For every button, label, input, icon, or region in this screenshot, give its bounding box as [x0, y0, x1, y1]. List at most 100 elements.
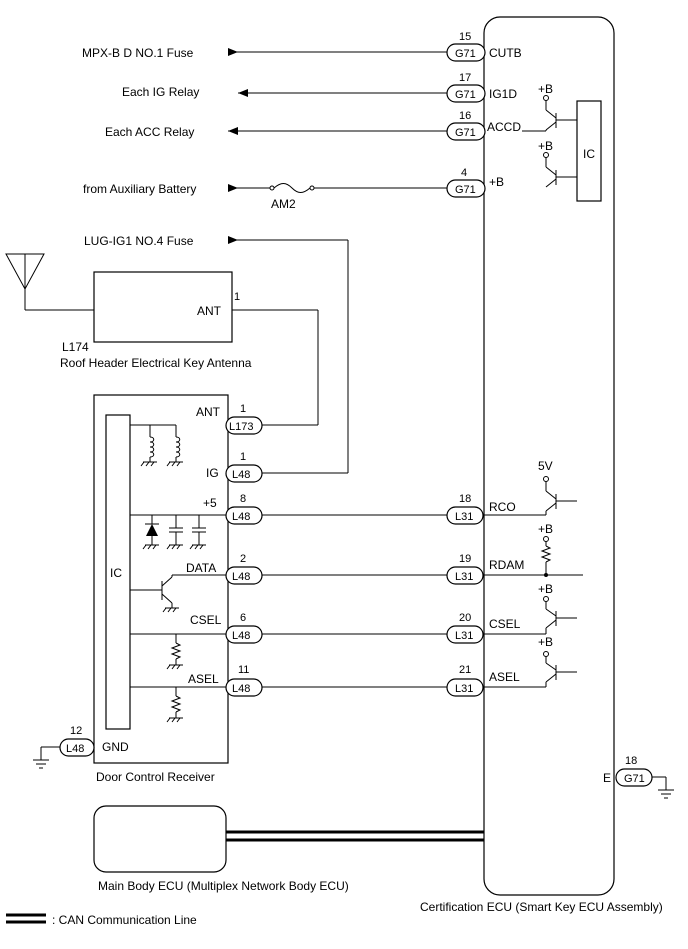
terminal-label: +B — [489, 175, 504, 189]
can-bus-lines — [226, 830, 484, 842]
pin-number: 1 — [240, 451, 246, 463]
pin-number: 4 — [461, 167, 467, 179]
pin-number: 21 — [459, 664, 471, 676]
lug-fuse-label: LUG-IG1 NO.4 Fuse — [84, 234, 194, 248]
aux-battery-label: from Auxiliary Battery — [83, 182, 196, 196]
coil-icon — [175, 436, 181, 458]
ecu-transistor-plusb: +B — [538, 139, 577, 188]
resistor-icon — [170, 642, 182, 660]
main-body-ecu-label: Main Body ECU (Multiplex Network Body EC… — [98, 879, 349, 893]
pin-number: 18 — [625, 755, 637, 767]
terminal-label: +5 — [203, 496, 217, 510]
coil-icon — [149, 436, 155, 458]
cutb-circuit: MPX-B D NO.1 Fuse 15 G71 CUTB — [82, 31, 522, 62]
door-control-receiver-label: Door Control Receiver — [96, 770, 215, 784]
connector-badge — [446, 122, 486, 141]
terminal-label: ACCD — [487, 120, 521, 134]
receiver-pin-ant: ANT 1 L173 — [196, 403, 263, 435]
acc-relay-label: Each ACC Relay — [105, 125, 194, 139]
ecu-pin-rco: 18 L31 RCO 5V — [446, 459, 577, 525]
terminal-label: RDAM — [489, 558, 524, 572]
pin-number: 20 — [459, 612, 471, 624]
pin-number: 19 — [459, 553, 471, 565]
arrow-right-icon — [228, 48, 238, 56]
antenna-terminal: ANT — [197, 304, 222, 318]
connector-code: L48 — [232, 469, 250, 481]
resistor-icon — [170, 695, 182, 713]
lug-ig-circuit: LUG-IG1 NO.4 Fuse — [84, 234, 349, 474]
connector-code: G71 — [455, 127, 476, 139]
receiver-pin-asel: ASEL 11 L48 — [130, 664, 447, 723]
pin-number: 18 — [459, 493, 471, 505]
certification-ecu-box — [483, 16, 615, 896]
connector-code: G71 — [624, 773, 645, 785]
connector-code: G71 — [455, 89, 476, 101]
ecu-ic-box — [576, 100, 602, 202]
main-body-ecu-box — [93, 805, 227, 873]
connector-code: L31 — [455, 571, 473, 583]
receiver-ic-box — [105, 414, 131, 730]
pin-number: 12 — [70, 725, 82, 737]
ecu-pin-rdam: 19 L31 RDAM +B — [446, 522, 553, 585]
terminal-label: IG — [206, 466, 219, 480]
pin-number: 2 — [240, 553, 246, 565]
legend-label: : CAN Communication Line — [52, 913, 197, 927]
pin-number: 16 — [459, 110, 471, 122]
receiver-pin-csel: CSEL 6 L48 — [130, 612, 447, 670]
terminal-label: DATA — [186, 561, 216, 575]
supply-label: +B — [538, 522, 553, 536]
supply-label: 5V — [538, 459, 553, 473]
antenna-box — [93, 271, 233, 343]
ecu-pin-csel: 20 L31 CSEL +B — [446, 582, 577, 644]
antenna-pin: 1 — [234, 291, 240, 303]
supply-label: +B — [538, 582, 553, 596]
receiver-coils — [130, 424, 183, 467]
pin-number: 6 — [240, 612, 246, 624]
connector-code: G71 — [455, 48, 476, 60]
connector-code: G71 — [455, 184, 476, 196]
pin-number: 17 — [459, 72, 471, 84]
pin-number: 1 — [240, 403, 246, 415]
fuse-label: AM2 — [271, 197, 296, 211]
receiver-ground: 12 L48 GND — [33, 725, 129, 769]
antenna-code: L174 — [62, 340, 89, 354]
supply-label: +B — [538, 82, 553, 96]
terminal-label: CSEL — [190, 613, 222, 627]
connector-badge — [446, 179, 486, 198]
terminal-label: ASEL — [188, 672, 219, 686]
supply-label: +B — [538, 139, 553, 153]
plus-b-circuit: from Auxiliary Battery AM2 4 G71 +B — [83, 167, 504, 211]
terminal-label: RCO — [489, 500, 516, 514]
connector-code: L48 — [232, 571, 250, 583]
receiver-pin-ig: IG 1 L48 — [206, 451, 263, 483]
arrow-left-icon — [228, 127, 238, 135]
pin-number: 15 — [459, 31, 471, 43]
pin-number: 11 — [238, 664, 249, 676]
terminal-label: ANT — [196, 405, 221, 419]
antenna-name: Roof Header Electrical Key Antenna — [60, 356, 252, 370]
mpx-fuse-label: MPX-B D NO.1 Fuse — [82, 46, 194, 60]
connector-badge — [446, 566, 484, 585]
terminal-label: ASEL — [489, 670, 520, 684]
resistor-icon — [540, 545, 552, 563]
connector-badge — [446, 84, 486, 103]
ecu-ground: 18 E G71 — [603, 755, 674, 799]
connector-badge — [225, 464, 263, 483]
receiver-pin-data: DATA 2 L48 — [130, 553, 583, 613]
pin-number: 8 — [240, 493, 246, 505]
supply-label: +B — [538, 635, 553, 649]
connector-badge — [225, 416, 263, 435]
connector-code: L48 — [232, 511, 250, 523]
arrow-right-icon — [228, 236, 238, 244]
connector-code: L48 — [66, 743, 84, 755]
connector-code: L31 — [455, 683, 473, 695]
receiver-pin-plus5: +5 8 L48 — [130, 493, 447, 550]
legend: : CAN Communication Line — [6, 913, 197, 927]
ig1d-circuit: Each IG Relay 17 G71 IG1D — [122, 72, 517, 103]
ecu-ic-label: IC — [583, 147, 595, 161]
ecu-pin-asel: 21 L31 ASEL +B — [446, 635, 577, 697]
terminal-label: CSEL — [489, 617, 521, 631]
terminal-label: E — [603, 771, 611, 785]
terminal-label: IG1D — [489, 87, 517, 101]
